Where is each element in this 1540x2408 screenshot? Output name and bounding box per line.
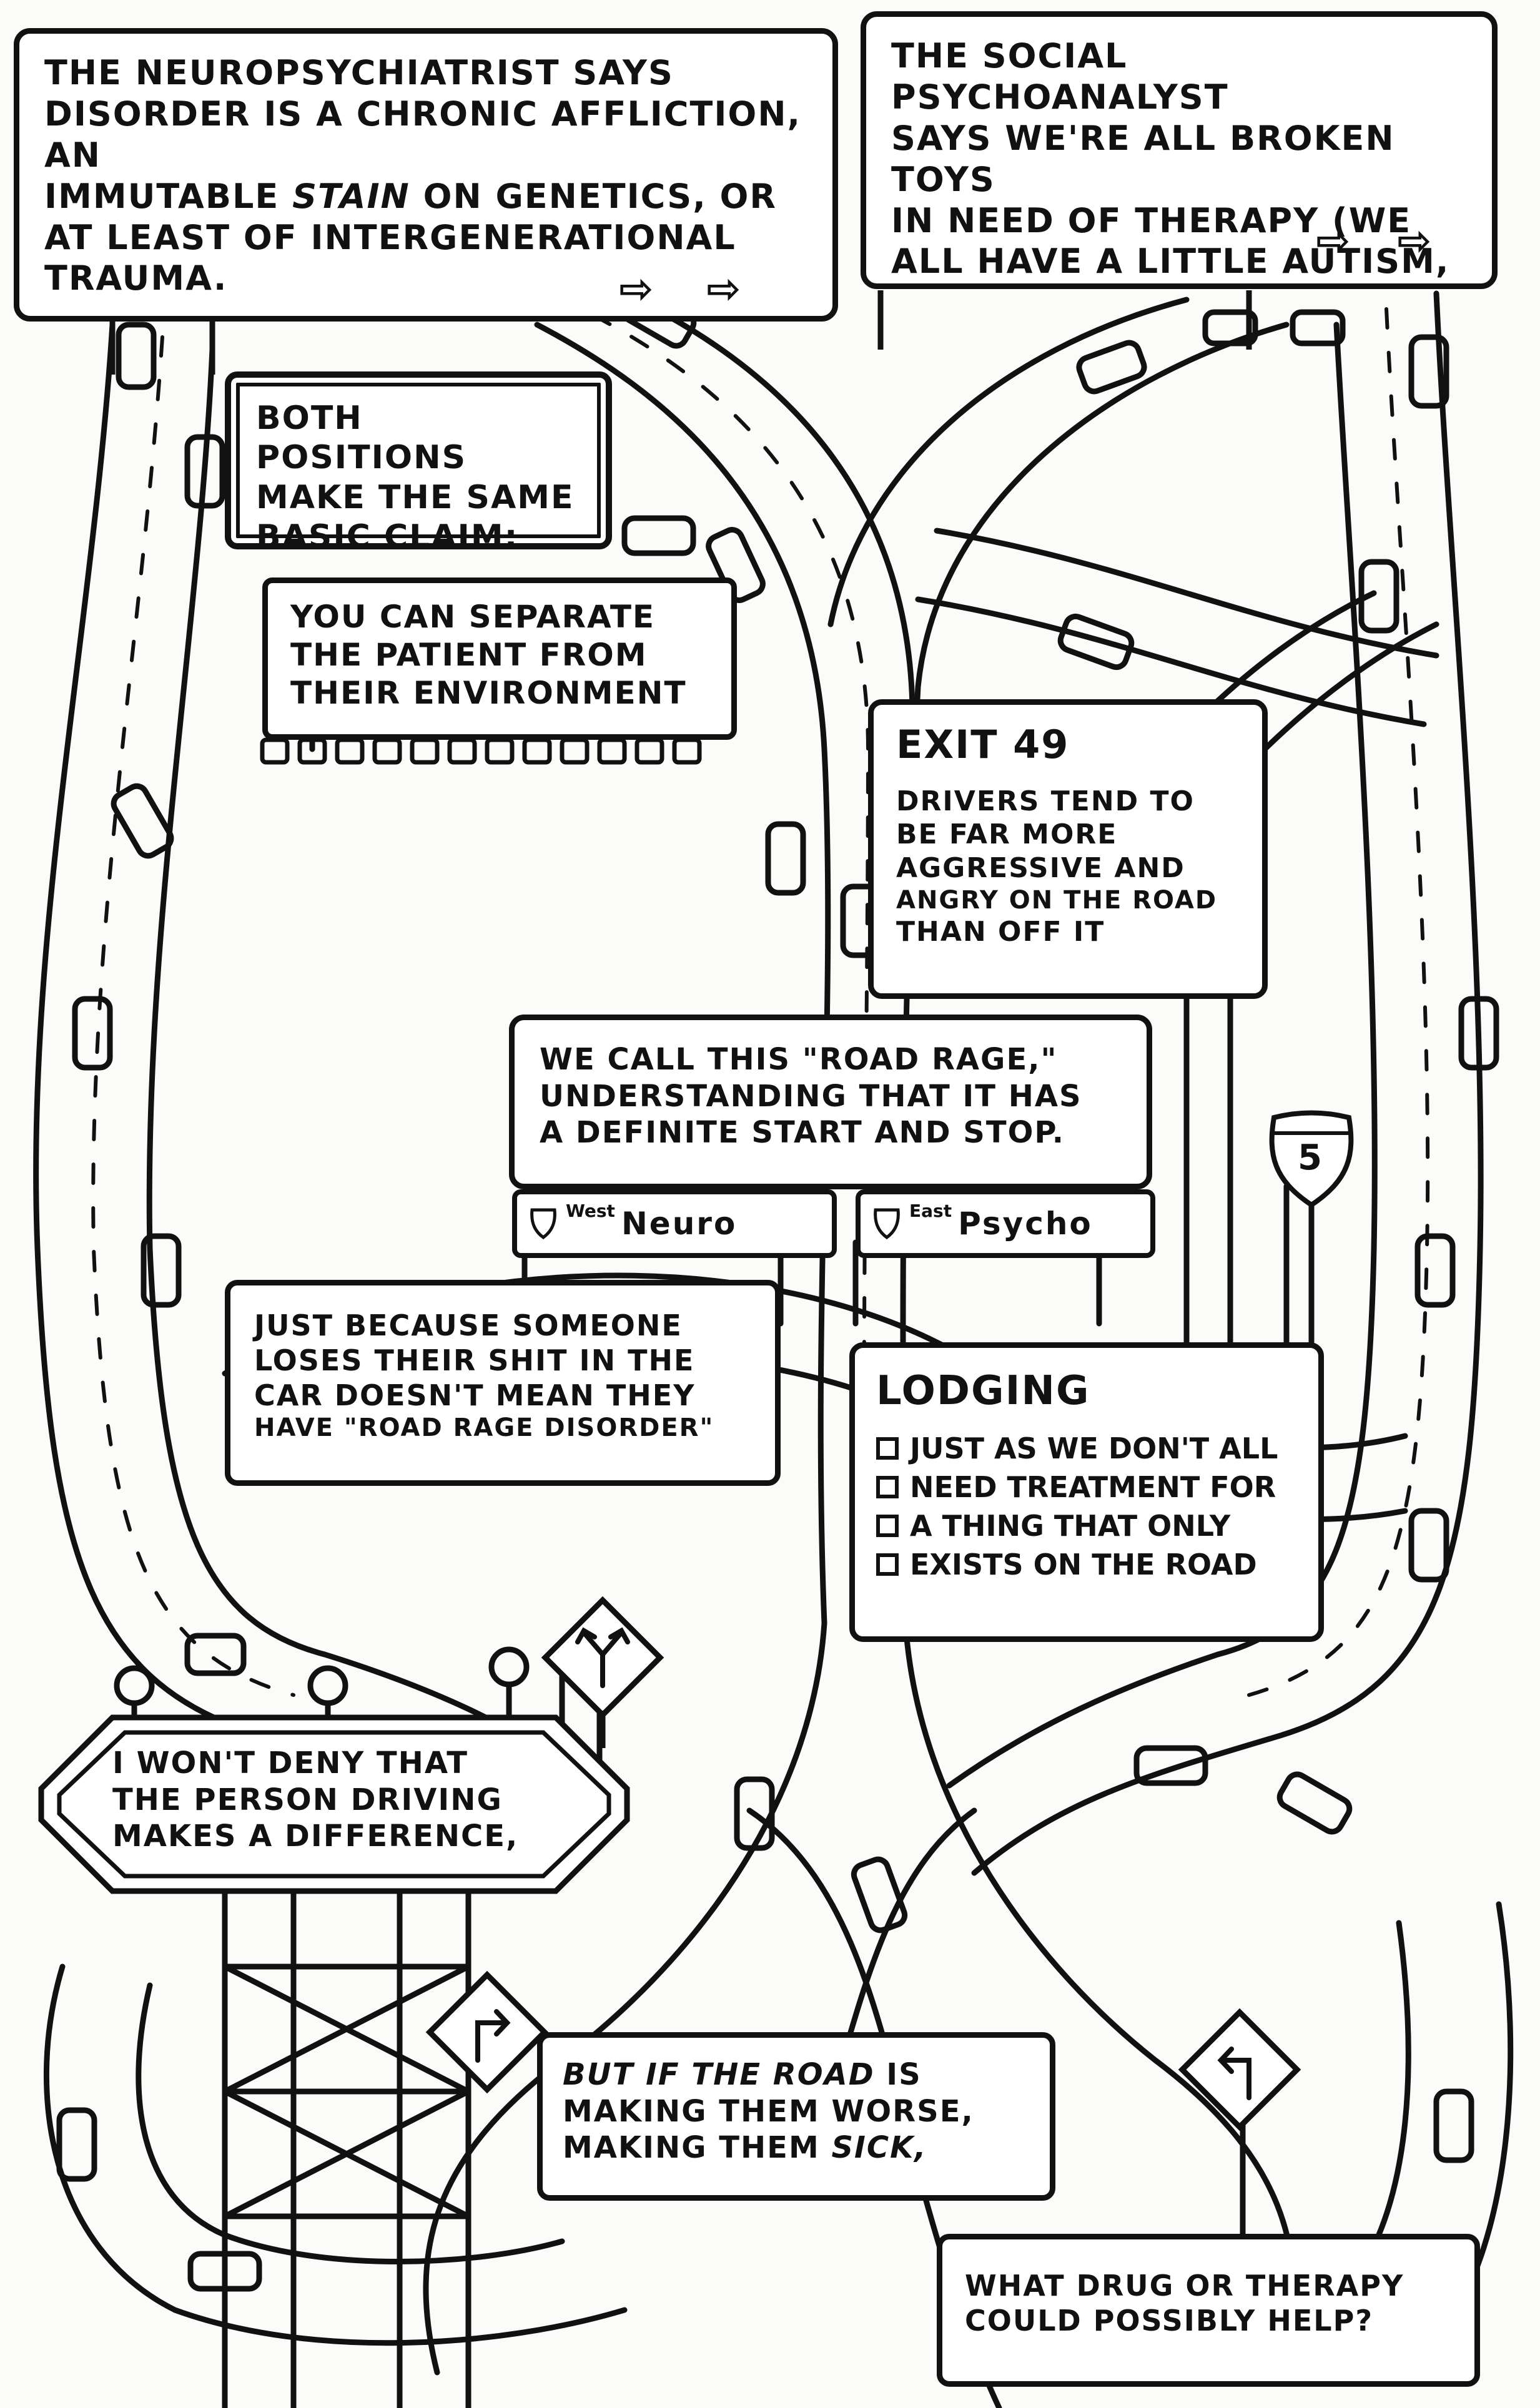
sign-what-drug: What drug or therapy could possibly help… bbox=[937, 2234, 1480, 2387]
caption-word: on genetics, or bbox=[423, 176, 777, 216]
sign-line: make the same bbox=[256, 478, 575, 516]
lodging-item-text: need treatment for bbox=[910, 1470, 1276, 1505]
interstate-shield-icon bbox=[1269, 1110, 1354, 1208]
sign-word: making them bbox=[563, 2130, 820, 2166]
sign-line: than off it bbox=[896, 916, 1105, 948]
lodging-item-text: Just as we don't all bbox=[910, 1432, 1278, 1466]
right-arrow-icon: ⇨ bbox=[1316, 217, 1351, 265]
caption-word: immutable bbox=[44, 176, 280, 216]
right-arrow-icon: ⇨ bbox=[619, 265, 654, 313]
sign-line: You can separate bbox=[290, 599, 656, 635]
turn-right-diamond-sign bbox=[425, 1970, 549, 2094]
sign-lodging: Lodging Just as we don't all need treatm… bbox=[849, 1342, 1324, 1642]
route-shield-icon bbox=[874, 1208, 900, 1240]
lodging-item: need treatment for bbox=[876, 1468, 1297, 1506]
sign-line: angry on the road bbox=[896, 885, 1218, 915]
sign-line: I won't deny that bbox=[112, 1746, 468, 1781]
lodging-title: Lodging bbox=[876, 1368, 1090, 1414]
sign-line: aggressive and bbox=[896, 852, 1185, 884]
sign-line: a definite start and stop. bbox=[540, 1115, 1065, 1151]
sign-just-because: Just because someone loses their shit in… bbox=[225, 1280, 781, 1486]
sign-word: is bbox=[886, 2057, 922, 2092]
sign-line: basic claim: bbox=[256, 518, 519, 549]
sign-line: Just because someone bbox=[254, 1309, 683, 1342]
direction-label: West bbox=[566, 1201, 615, 1221]
route-name: Neuro bbox=[621, 1206, 738, 1242]
emphasis-sick: sick, bbox=[831, 2130, 927, 2166]
caption-line: all have a little autism, bbox=[891, 242, 1450, 282]
sign-line: We call this "road rage," bbox=[540, 1042, 1058, 1077]
sign-line: understanding that it has bbox=[540, 1078, 1082, 1114]
turn-left-diamond-sign bbox=[1178, 2008, 1301, 2131]
right-arrow-icon: ⇨ bbox=[1397, 217, 1432, 265]
sign-but-if: But if the road is making them worse, ma… bbox=[537, 2032, 1055, 2201]
sign-line: the patient from bbox=[290, 637, 648, 673]
sign-line: Drivers tend to bbox=[896, 785, 1195, 817]
caption-line: at least of intergenerational bbox=[44, 217, 736, 257]
caption-line: The social psychoanalyst bbox=[891, 36, 1229, 117]
caption-line: immutable stain on genetics, or bbox=[44, 176, 807, 217]
sign-line: be far more bbox=[896, 818, 1118, 851]
sign-line: the person driving bbox=[112, 1782, 503, 1817]
exit-number: Exit 49 bbox=[896, 722, 1070, 767]
sign-line: making them sick, bbox=[563, 2130, 1030, 2166]
sign-line: have "road rage disorder" bbox=[254, 1413, 714, 1443]
caption-line: The neuropsychiatrist says bbox=[44, 53, 674, 92]
route-shield-icon bbox=[530, 1208, 556, 1240]
sign-line: But if the road is bbox=[563, 2057, 1030, 2093]
caption-social-psychoanalyst: The social psychoanalyst says we're all … bbox=[861, 11, 1498, 289]
checkbox-icon bbox=[876, 1437, 899, 1460]
sign-line: loses their shit in the bbox=[254, 1344, 695, 1378]
lodging-item-text: exists on the road bbox=[910, 1548, 1257, 1582]
lodging-item: exists on the road bbox=[876, 1545, 1297, 1584]
caption-neuropsychiatrist: The neuropsychiatrist says disorder is a… bbox=[14, 28, 838, 322]
caption-line: disorder is a chronic affliction, an bbox=[44, 94, 802, 175]
caption-line: in need of therapy (we bbox=[891, 200, 1412, 240]
octagon-sign-shape bbox=[38, 1714, 630, 1894]
lodging-item-text: a thing that only bbox=[910, 1509, 1231, 1543]
sign-line: What drug or therapy bbox=[965, 2269, 1404, 2302]
sign-line: car doesn't mean they bbox=[254, 1378, 696, 1413]
right-arrow-icon: ⇨ bbox=[706, 265, 741, 313]
fork-diamond-sign bbox=[541, 1596, 664, 1748]
checkbox-icon bbox=[876, 1553, 899, 1576]
direction-label: East bbox=[909, 1201, 952, 1221]
lodging-item: a thing that only bbox=[876, 1506, 1297, 1545]
caption-line: right?) bbox=[891, 282, 1467, 283]
caption-line: says we're all broken toys bbox=[891, 118, 1395, 199]
interstate-number: 5 bbox=[1298, 1138, 1322, 1178]
checkbox-icon bbox=[876, 1515, 899, 1538]
sign-line: Both positions bbox=[256, 400, 467, 477]
sign-line: could possibly help? bbox=[965, 2304, 1374, 2338]
sign-exit-49: Exit 49 Drivers tend to be far more aggr… bbox=[868, 699, 1268, 999]
emphasis-stain: stain bbox=[292, 176, 410, 216]
sign-east-psycho: East Psycho bbox=[856, 1189, 1155, 1258]
sign-separate-patient: You can separate the patient from their … bbox=[262, 577, 737, 740]
sign-line: their environment bbox=[290, 675, 687, 711]
caption-line: trauma. bbox=[44, 258, 228, 298]
route-name: Psycho bbox=[958, 1206, 1093, 1242]
emphasis-the-road: But if the road bbox=[563, 2057, 875, 2092]
sign-road-rage: We call this "road rage," understanding … bbox=[509, 1015, 1152, 1189]
checkbox-icon bbox=[876, 1476, 899, 1499]
sign-west-neuro: West Neuro bbox=[512, 1189, 837, 1258]
sign-line: making them worse, bbox=[563, 2093, 974, 2129]
sign-both-positions: Both positions make the same basic claim… bbox=[225, 371, 612, 549]
lodging-item: Just as we don't all bbox=[876, 1429, 1297, 1468]
sign-wont-deny: I won't deny that the person driving mak… bbox=[37, 1714, 631, 1895]
sign-line: makes a difference, bbox=[112, 1819, 519, 1854]
